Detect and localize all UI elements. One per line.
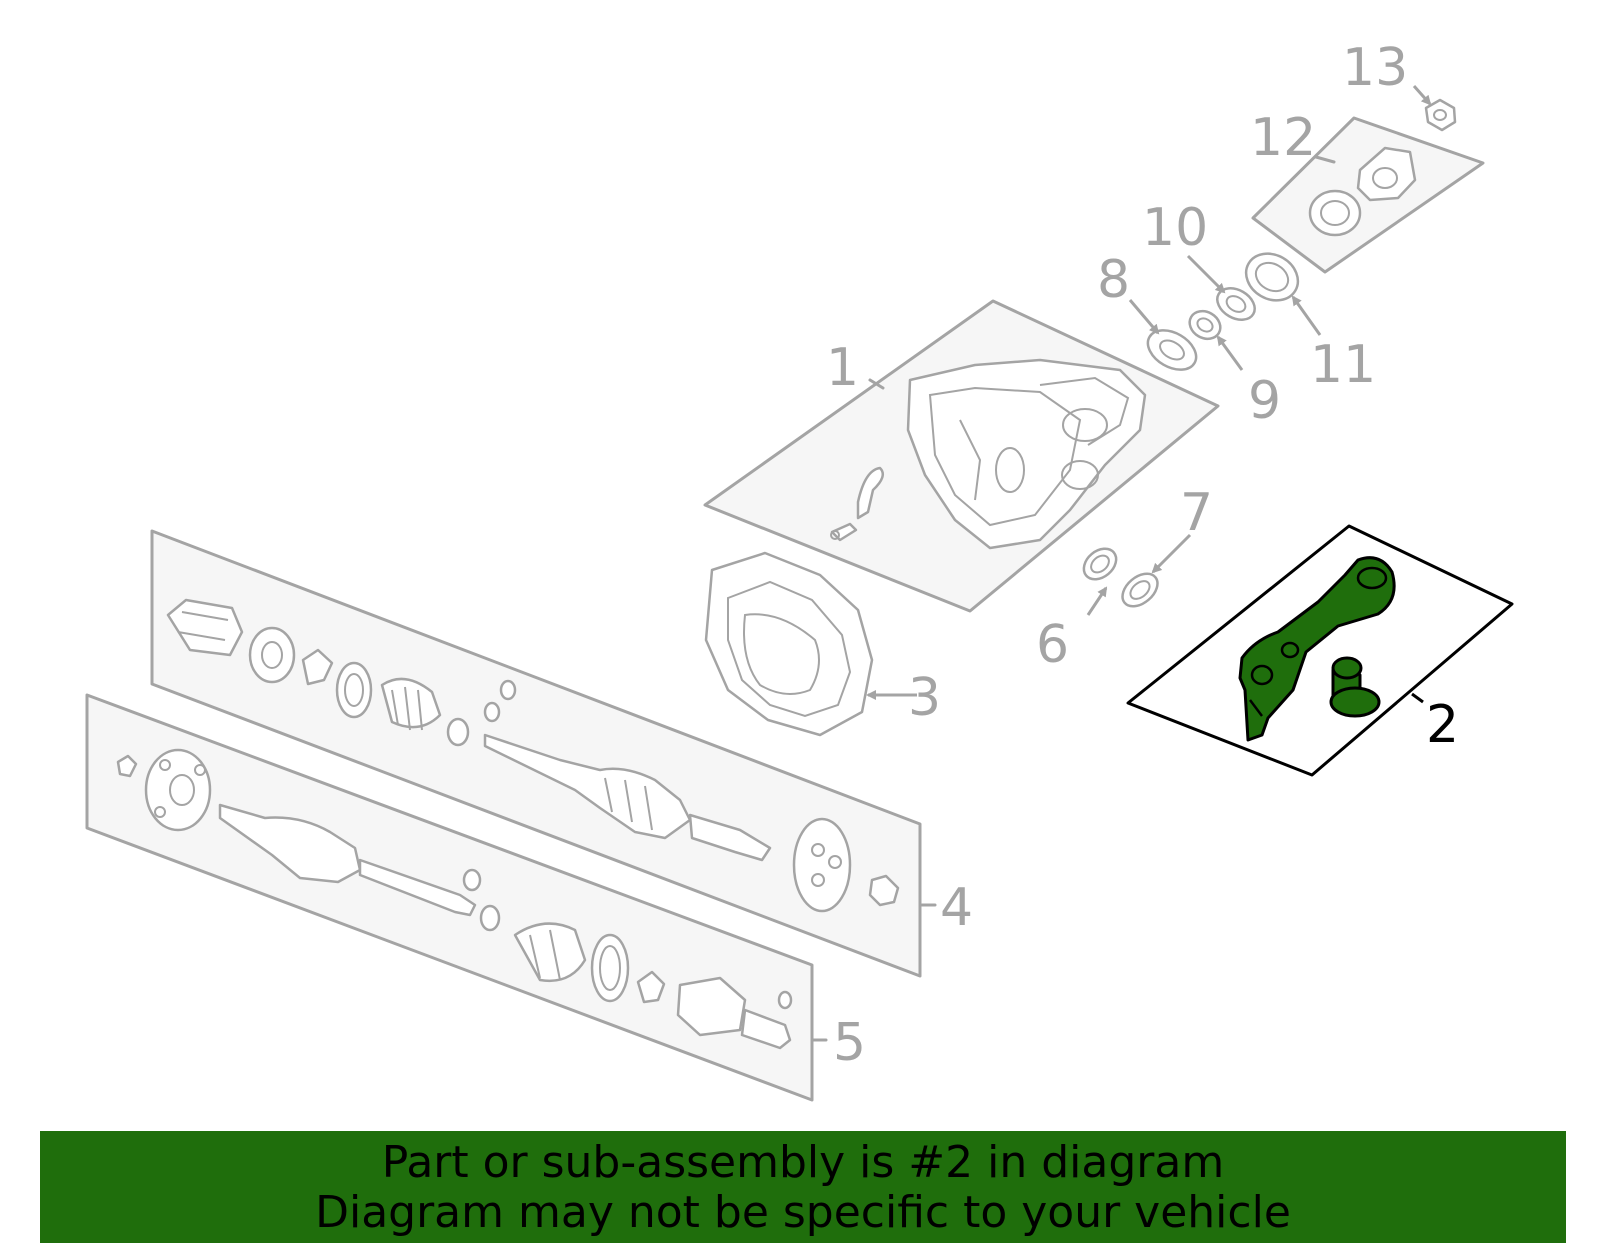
callout-12: 12 (1250, 108, 1316, 168)
part-5-axle-shaft-assembly[interactable] (85, 693, 814, 1102)
callout-numbers: 1 2 3 4 5 6 7 8 9 10 11 12 13 (826, 38, 1459, 1073)
callout-11: 11 (1310, 335, 1376, 395)
part-8-bearing[interactable] (1141, 322, 1203, 377)
banner-line-1: Part or sub-assembly is #2 in diagram (381, 1137, 1225, 1188)
part-3-differential-cover[interactable] (704, 551, 874, 737)
banner-line-2: Diagram may not be specific to your vehi… (315, 1187, 1291, 1238)
info-banner: Part or sub-assembly is #2 in diagram Di… (40, 1131, 1566, 1243)
part-1-differential-housing[interactable] (703, 299, 1220, 613)
callout-1: 1 (826, 338, 859, 398)
callout-2: 2 (1426, 695, 1459, 755)
part-11-seal[interactable] (1238, 244, 1307, 309)
callout-4: 4 (940, 878, 973, 938)
callout-5: 5 (833, 1013, 866, 1073)
part-7-seal[interactable] (1116, 567, 1163, 613)
part-9-spacer[interactable] (1185, 306, 1226, 345)
callout-3: 3 (908, 668, 941, 728)
part-10-bearing[interactable] (1212, 282, 1261, 326)
part-13-nut[interactable] (1424, 98, 1457, 132)
part-2-mounting-bracket[interactable] (1126, 524, 1514, 777)
part-12-pinion-flange[interactable] (1251, 116, 1485, 274)
part-6-seal[interactable] (1078, 542, 1122, 585)
callout-9: 9 (1248, 371, 1281, 431)
leader-lines (810, 85, 1432, 1042)
callout-13: 13 (1342, 38, 1408, 98)
callout-6: 6 (1036, 615, 1069, 675)
callout-7: 7 (1180, 483, 1213, 543)
callout-8: 8 (1097, 250, 1130, 310)
part-4-axle-shaft-assembly[interactable] (150, 529, 922, 978)
callout-10: 10 (1142, 198, 1208, 258)
